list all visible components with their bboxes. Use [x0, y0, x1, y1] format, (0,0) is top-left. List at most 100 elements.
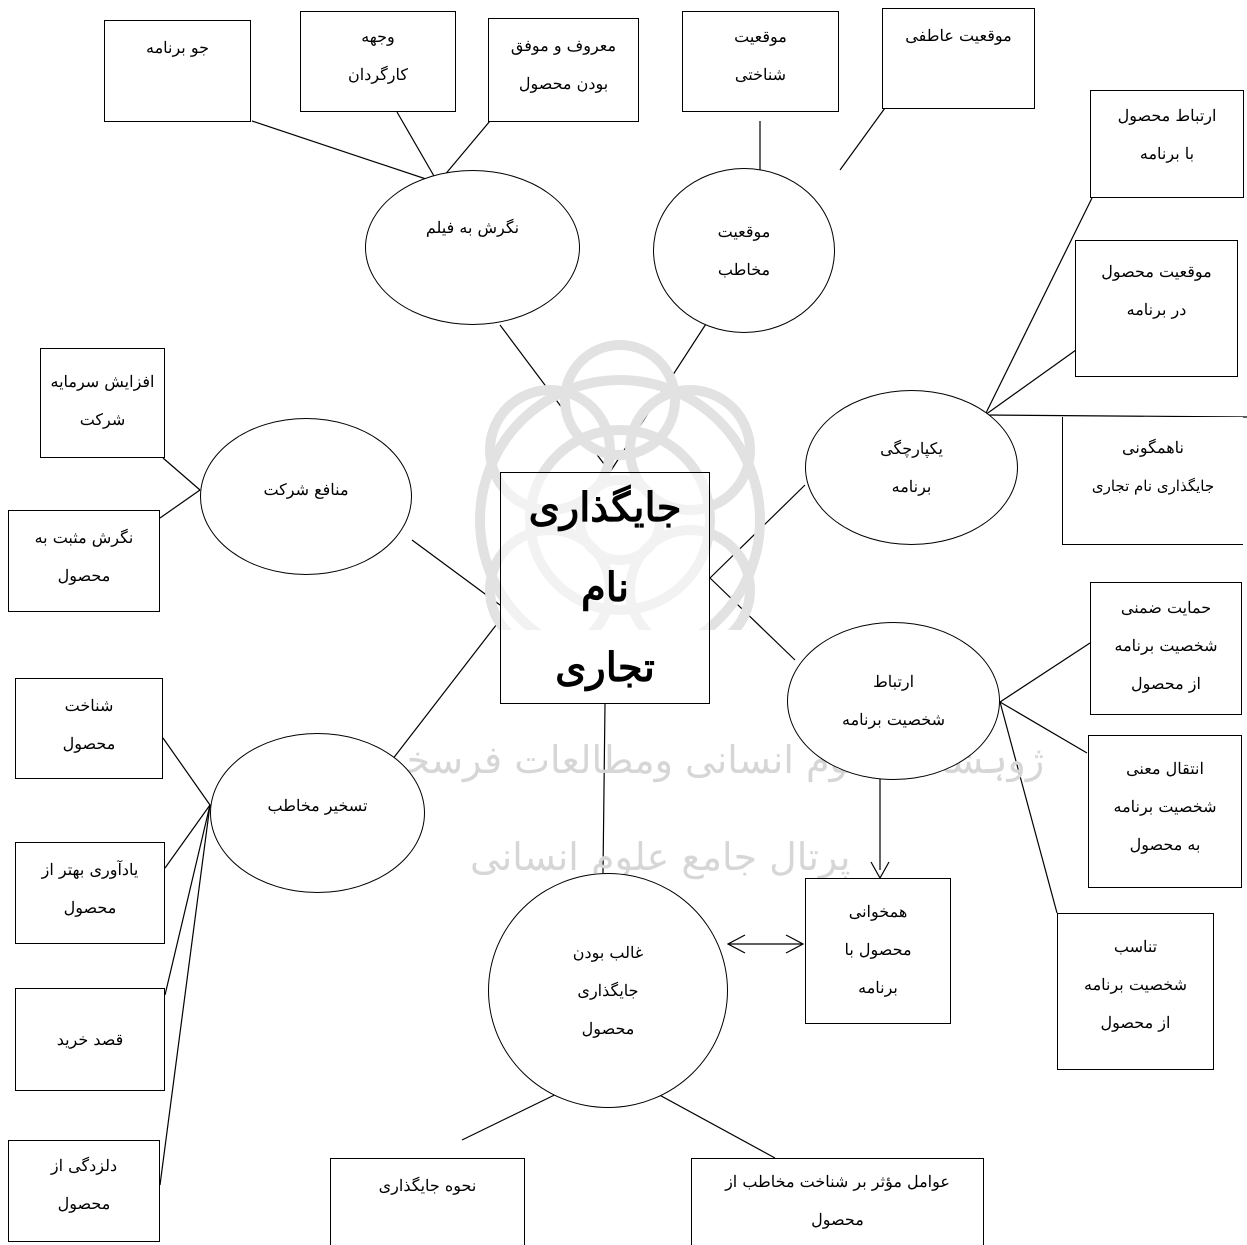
- node-label: مخاطب: [717, 259, 771, 279]
- connector-line: [164, 804, 211, 996]
- node-audience-capture: تسخیر مخاطب: [210, 733, 425, 893]
- box-label: شناختی: [734, 65, 787, 84]
- connector-line: [839, 107, 886, 171]
- box-label: ارتباط محصول: [1117, 106, 1217, 125]
- arrowhead: [726, 934, 746, 954]
- box-label: شناخت: [64, 696, 114, 715]
- box-label: دلزدگی از: [50, 1156, 118, 1175]
- node-film-attitude: نگرش به فیلم: [365, 170, 580, 325]
- central-title: جایگذاری نام: [528, 484, 682, 611]
- box-product-recognition: شناخت محصول: [15, 678, 163, 779]
- box-recognition-factors: عوامل مؤثر بر شناخت مخاطب از محصول: [691, 1158, 984, 1245]
- box-label: محصول: [63, 898, 117, 917]
- node-label: محصول: [581, 1018, 635, 1038]
- node-label: ارتباط: [872, 672, 915, 691]
- connector-line: [984, 349, 1077, 416]
- node-label: محصول با: [844, 940, 912, 959]
- node-label: همخوانی: [848, 902, 908, 921]
- node-label: موقعیت: [717, 221, 771, 241]
- box-placement-method: نحوه جایگذاری: [330, 1158, 525, 1245]
- box-label: محصول: [57, 1194, 111, 1213]
- node-harmony: همخوانی محصول با برنامه: [805, 878, 951, 1024]
- box-capital-increase: افزایش سرمایه شرکت: [40, 348, 165, 458]
- box-product-position-in-program: موقعیت محصول در برنامه: [1075, 240, 1238, 377]
- box-label: ناهمگونی: [1122, 438, 1184, 457]
- connector-line: [602, 703, 606, 874]
- box-label: معروف و موفق: [510, 36, 617, 55]
- box-label: وجهه: [361, 27, 395, 46]
- connector-line: [999, 701, 1058, 914]
- box-label: موقعیت عاطفی: [905, 26, 1012, 45]
- connector-line: [984, 197, 1093, 416]
- box-label: حمایت ضمنی: [1120, 598, 1212, 617]
- node-label: منافع شرکت: [263, 479, 349, 499]
- node-label: برنامه: [891, 476, 932, 496]
- box-program-atmosphere: جو برنامه: [104, 20, 251, 122]
- box-label: کارگردان: [348, 65, 408, 84]
- box-label: افزایش سرمایه: [50, 372, 155, 391]
- box-label: جایگذاری نام تجاری: [1091, 477, 1215, 495]
- connector-line: [251, 120, 439, 184]
- connector-line: [162, 457, 201, 491]
- box-emotional-position: موقعیت عاطفی: [882, 8, 1035, 109]
- box-label: یادآوری بهتر از: [41, 860, 139, 879]
- box-label: شخصیت برنامه: [1113, 797, 1217, 816]
- box-label: عوامل مؤثر بر شناخت مخاطب از: [725, 1172, 950, 1191]
- box-label: با برنامه: [1139, 144, 1195, 163]
- box-meaning-transfer: انتقال معنی شخصیت برنامه به محصول: [1088, 735, 1242, 888]
- box-label: محصول: [57, 566, 111, 585]
- box-label: موقعیت: [734, 27, 787, 46]
- box-label: بودن محصول: [518, 74, 609, 93]
- node-personality-link: ارتباط شخصیت برنامه: [787, 622, 1000, 780]
- watermark-text: پرتال جامع علوم انسانی: [470, 835, 851, 879]
- node-dominance: غالب بودن جایگذاری محصول: [488, 873, 728, 1108]
- node-label: شخصیت برنامه: [842, 710, 945, 729]
- box-product-program-link: ارتباط محصول با برنامه: [1090, 90, 1244, 198]
- node-company-benefits: منافع شرکت: [200, 418, 412, 575]
- box-label: تناسب: [1113, 937, 1158, 956]
- connector-line: [984, 414, 1247, 418]
- box-personality-fit: تناسب شخصیت برنامه از محصول: [1057, 913, 1214, 1070]
- box-product-fame: معروف و موفق بودن محصول: [488, 18, 639, 122]
- connector-line: [709, 577, 796, 661]
- node-integration: یکپارچگی برنامه: [805, 390, 1018, 545]
- central-title: تجاری: [555, 644, 655, 691]
- node-label: جایگذاری: [577, 980, 639, 1000]
- connector-line: [396, 111, 439, 184]
- box-label: نگرش مثبت به: [34, 528, 134, 547]
- box-label: موقعیت محصول: [1101, 262, 1212, 281]
- box-label: از محصول: [1131, 674, 1201, 693]
- connector-line: [374, 619, 501, 783]
- connector-line: [162, 737, 211, 806]
- box-label: جو برنامه: [146, 38, 209, 57]
- box-label: در برنامه: [1126, 300, 1187, 319]
- box-positive-attitude: نگرش مثبت به محصول: [8, 510, 160, 612]
- box-placement-inconsistency: ناهمگونی جایگذاری نام تجاری: [1062, 417, 1243, 545]
- box-purchase-intent: قصد خرید: [15, 988, 165, 1091]
- box-implicit-support: حمایت ضمنی شخصیت برنامه از محصول: [1090, 582, 1242, 715]
- box-cognitive-position: موقعیت شناختی: [682, 11, 839, 112]
- connector-line: [999, 642, 1091, 703]
- box-label: محصول: [62, 734, 116, 753]
- connector-line: [159, 489, 201, 519]
- box-better-recall: یادآوری بهتر از محصول: [15, 842, 165, 944]
- box-label: انتقال معنی: [1126, 759, 1204, 778]
- box-label: شخصیت برنامه: [1084, 975, 1187, 994]
- node-label: برنامه: [858, 978, 898, 997]
- node-audience-position: موقعیت مخاطب: [653, 168, 835, 333]
- node-label: غالب بودن: [572, 942, 644, 962]
- box-director-reputation: وجهه کارگردان: [300, 11, 456, 112]
- node-label: تسخیر مخاطب: [267, 796, 368, 815]
- central-concept: جایگذاری نام تجاری: [500, 472, 710, 704]
- connector-line: [999, 701, 1088, 754]
- box-label: نحوه جایگذاری: [378, 1176, 477, 1195]
- connector-line: [164, 804, 211, 869]
- node-label: یکپارچگی: [880, 438, 943, 458]
- box-label: محصول: [811, 1210, 864, 1229]
- box-label: از محصول: [1100, 1013, 1171, 1032]
- box-label: به محصول: [1129, 835, 1201, 854]
- box-label: شخصیت برنامه: [1114, 636, 1218, 655]
- connector-line: [159, 804, 211, 1186]
- arrowhead: [785, 934, 805, 954]
- box-product-fatigue: دلزدگی از محصول: [8, 1140, 160, 1242]
